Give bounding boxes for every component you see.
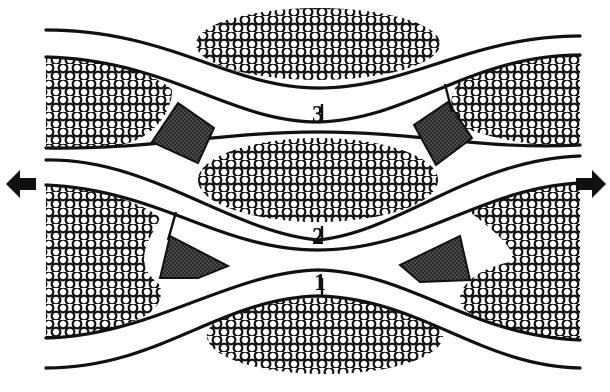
layer-label-1: 1 <box>314 270 326 296</box>
arrow-left-icon <box>6 170 36 198</box>
patch-lower-left <box>160 236 228 278</box>
connector-lower-left <box>168 212 176 240</box>
mesh-blob-top-center <box>196 8 440 80</box>
arrow-right-icon <box>576 170 606 198</box>
mesh-blob-middle-center <box>198 138 438 222</box>
layer-label-2: 2 <box>312 224 324 250</box>
layer-label-3: 3 <box>312 102 324 128</box>
mesh-blob-lower-left <box>46 185 161 338</box>
patch-lower-right <box>400 236 470 282</box>
